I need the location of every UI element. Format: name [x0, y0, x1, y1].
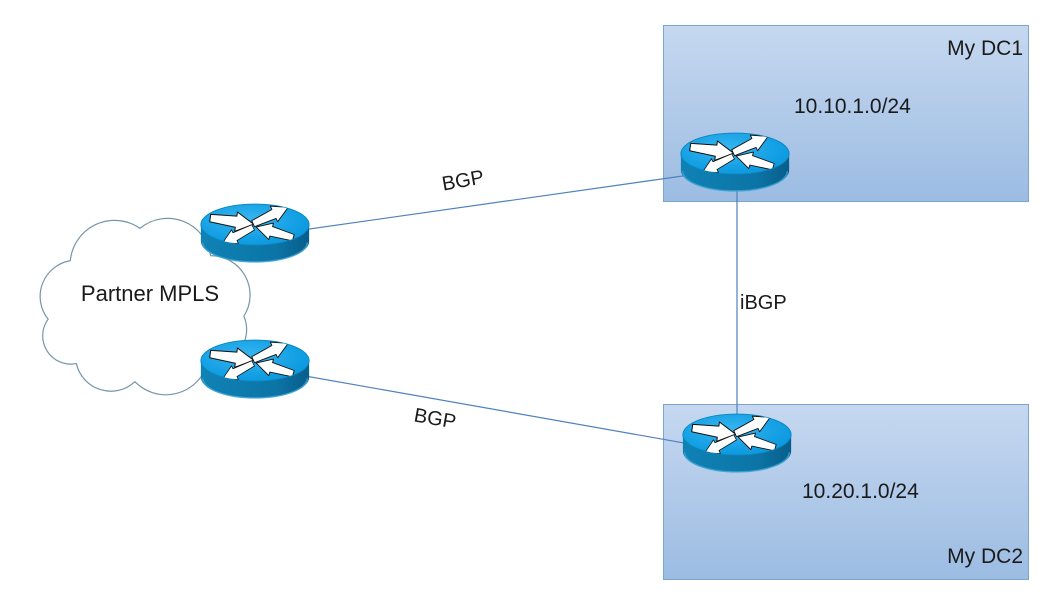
dc2-subnet-label: 10.20.1.0/24	[802, 480, 919, 503]
dc1-title-label: My DC1	[947, 37, 1023, 60]
dc1-subnet-label: 10.10.1.0/24	[794, 95, 911, 118]
cloud-outline	[39, 217, 251, 396]
dc2-router-icon	[681, 412, 793, 474]
dc1-router-icon	[679, 131, 791, 193]
ibgp-link-label: iBGP	[740, 292, 787, 314]
partner-router-bottom-icon	[199, 338, 311, 400]
partner-router-top-icon	[199, 202, 311, 264]
partner-mpls-label: Partner MPLS	[80, 281, 220, 306]
bgp-link-bottom-line	[259, 367, 736, 453]
bgp-link-top-line	[259, 169, 726, 237]
dc2-title-label: My DC2	[947, 545, 1023, 568]
mpls-cloud-shape	[39, 217, 251, 396]
